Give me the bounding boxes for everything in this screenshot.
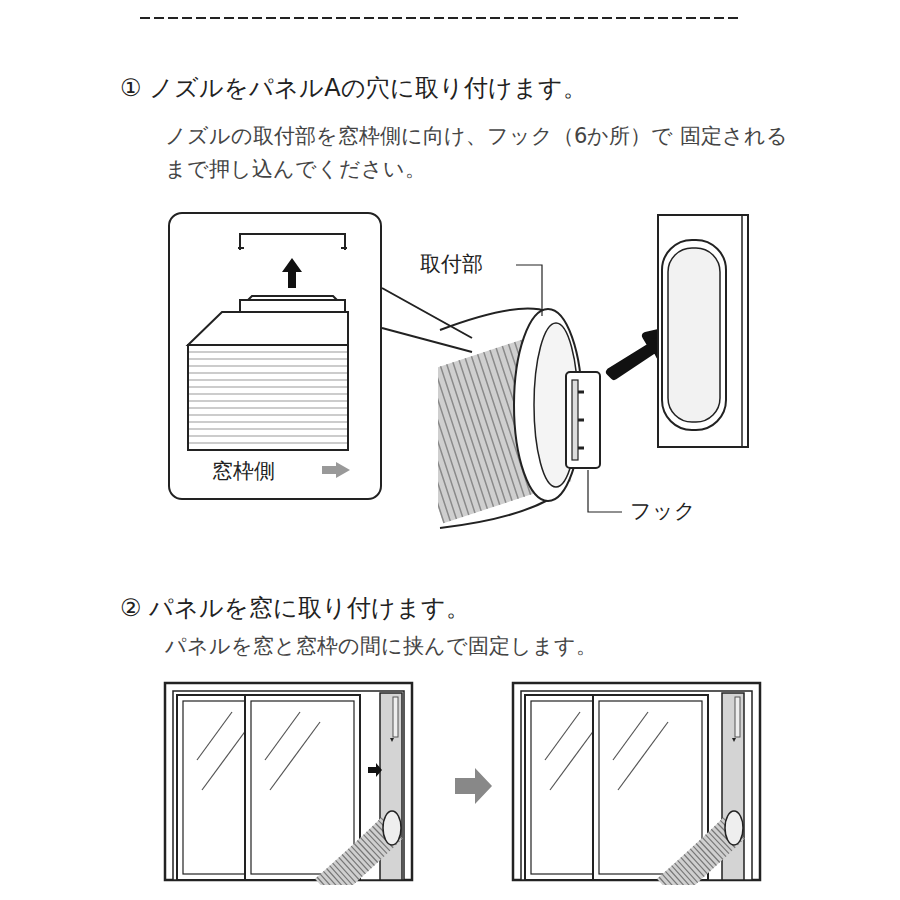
window-glass: [599, 701, 702, 874]
rib-line: [189, 372, 347, 373]
rib-line: [189, 358, 347, 359]
part-label: フック: [630, 495, 696, 528]
rib-line: [189, 351, 347, 352]
step-body: ノズルの取付部を窓枠側に向け、フック（6か所）で 固定されるまで押し込んでくださ…: [165, 120, 795, 185]
rib-line: [189, 428, 347, 429]
panel-mark: [390, 738, 394, 742]
rib-line: [189, 365, 347, 366]
inset-box: 窓枠側: [168, 212, 382, 500]
panel-mark: [732, 738, 736, 742]
leader-line: [516, 265, 542, 316]
direction-arrow: [322, 462, 350, 478]
hose-ribs: [667, 828, 734, 885]
callout-leader: [382, 288, 472, 352]
leader-line: [588, 470, 622, 512]
glass-shine: [270, 722, 320, 790]
separator-line: [140, 17, 740, 19]
rib-line: [189, 442, 347, 443]
step-heading: ① ノズルをパネルAの穴に取り付けます。: [120, 70, 587, 107]
panel-a: [658, 215, 748, 447]
panel-nozzle: [383, 811, 401, 845]
rib-line: [189, 393, 347, 394]
step-body: パネルを窓と窓枠の間に挟んで固定します。: [165, 630, 597, 663]
window-after: [513, 683, 760, 890]
step-heading: ② パネルを窓に取り付けます。: [120, 590, 470, 627]
window-hose: [667, 828, 734, 885]
hose-body: [667, 828, 734, 885]
move-arrow: [368, 763, 382, 777]
panel-slider: [393, 697, 398, 737]
window-glass: [251, 701, 354, 874]
glass-shine: [545, 712, 580, 760]
rib-line: [189, 414, 347, 415]
inset-label: 窓枠側: [212, 457, 275, 485]
rib-line: [189, 435, 347, 436]
rib-line: [189, 379, 347, 380]
nozzle-ribs: [189, 352, 347, 443]
rib-line: [189, 386, 347, 387]
glass-shine: [197, 712, 232, 760]
window-sash: [245, 695, 360, 880]
panel-slider: [735, 697, 740, 737]
rib-line: [189, 400, 347, 401]
nozzle-flange: [514, 309, 582, 501]
part-label: 取付部: [420, 248, 483, 281]
glass-shine: [613, 712, 648, 760]
glass-shine: [265, 712, 300, 760]
window-before: [165, 683, 412, 890]
hose-body: [325, 828, 392, 885]
step-arrow: [455, 768, 492, 804]
glass-shine: [618, 722, 668, 790]
hook-part: [566, 372, 600, 468]
panel-nozzle: [725, 811, 743, 845]
rib-line: [189, 421, 347, 422]
inset-drawing: [188, 234, 348, 450]
hose-ribs: [325, 828, 392, 885]
window-hose: [325, 828, 392, 885]
rib-line: [189, 407, 347, 408]
